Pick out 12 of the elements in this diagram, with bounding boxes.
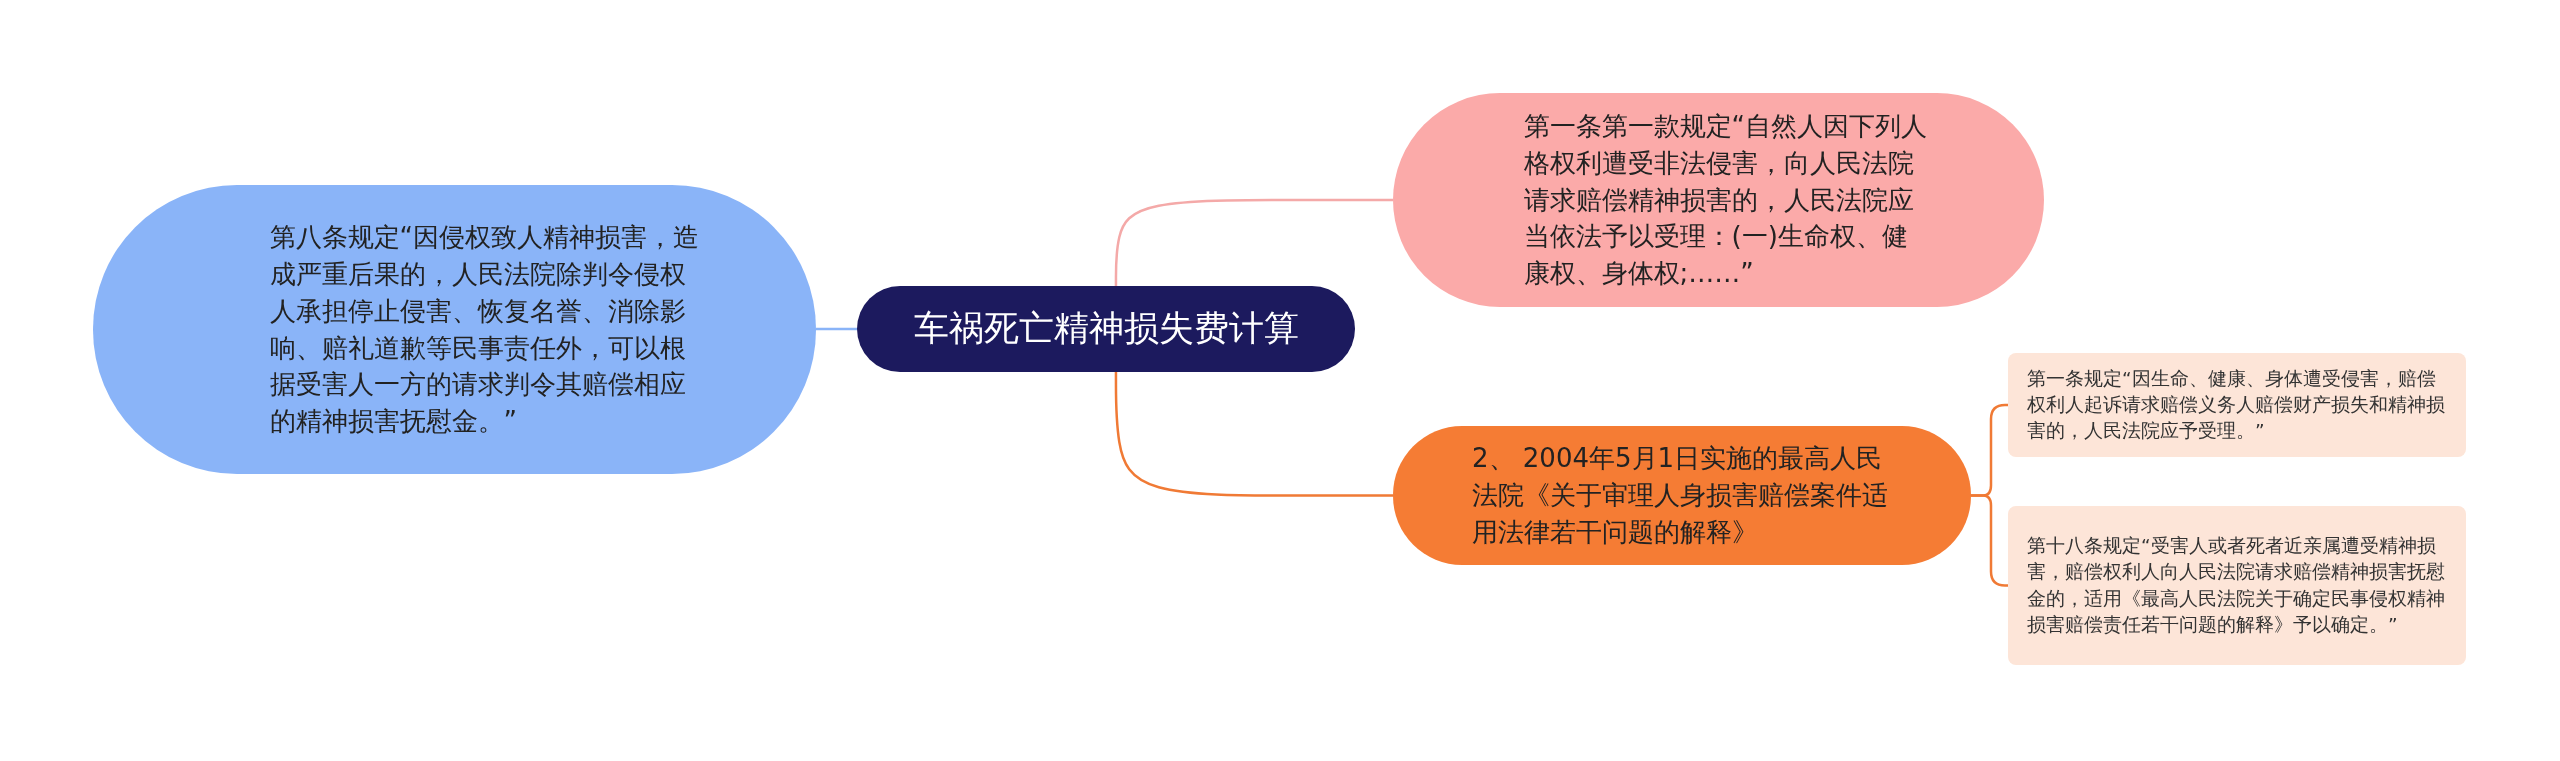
subtopic-card — [2008, 506, 2466, 665]
connector-line — [1114, 372, 1393, 497]
topic-text: 第一条规定“因生命、健康、身体遭受侵害，赔偿权利人起诉请求赔偿义务人赔偿财产损失和精神损害的，人民法院应予受理。” — [2027, 366, 2446, 444]
connector-line — [816, 327, 857, 331]
topic-text: 2、 2004年5月1日实施的最高人民法院《关于审理人身损害赔偿案件适用法律若干问题的解释》 — [1472, 442, 1889, 549]
topic-text: 第十八条规定“受害人或者死者近亲属遭受精神损害，赔偿权利人向人民法院请求赔偿精神损害抚慰金的，适用《最高人民法院关于确定民事侵权精神损害赔偿责任若干问题的解释》予以确定。” — [2027, 533, 2446, 637]
topic-text: 第一条第一款规定“自然人因下列人格权利遭受非法侵害，向人民法院请求赔偿精神损害的，人民法院应当依法予以受理：(一)生命权、健康权、身体权;……” — [1523, 109, 1928, 291]
topic-text: 车祸死亡精神损失费计算 — [912, 307, 1300, 351]
connector-line — [1114, 198, 1393, 286]
topic-text: 第八条规定“因侵权致人精神损害，造成严重后果的，人民法院除判令侵权人承担停止侵害、恢复名誉、消除影响、赔礼道歉等民事责任外，可以根据受害人一方的请求判令其赔偿相应的精神损害抚慰金。” — [269, 220, 700, 439]
subtopic-card — [2008, 353, 2466, 457]
connector-line — [1969, 494, 2010, 587]
